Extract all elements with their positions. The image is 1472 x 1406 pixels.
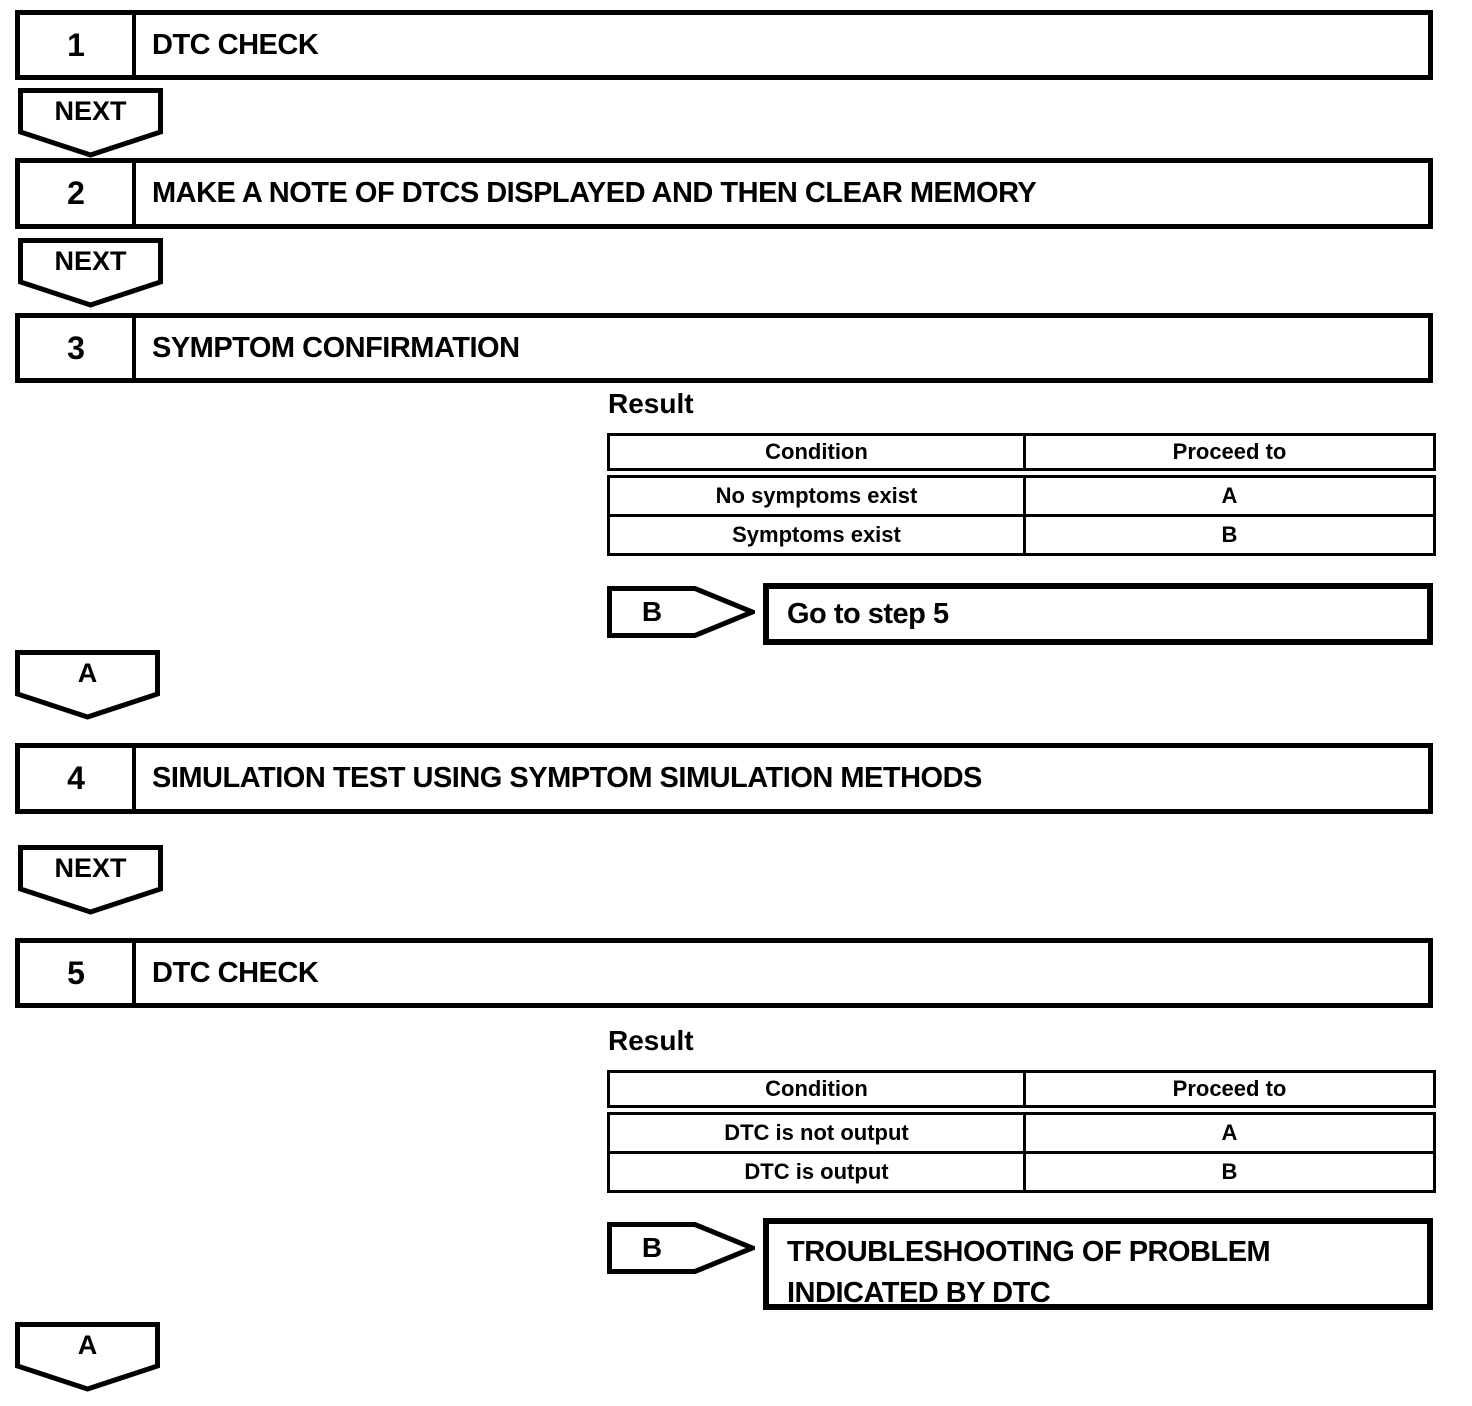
- condition-cell: DTC is output: [607, 1151, 1026, 1193]
- next-connector-1: NEXT: [18, 88, 163, 158]
- condition-header: Condition: [607, 433, 1026, 478]
- step-2-box: 2 MAKE A NOTE OF DTCS DISPLAYED AND THEN…: [15, 158, 1433, 229]
- proceed-cell: A: [1023, 1108, 1436, 1154]
- table-row: DTC is not output A: [607, 1108, 1436, 1154]
- right-arrow-icon: [607, 1222, 755, 1274]
- step-1-title: DTC CHECK: [152, 28, 319, 61]
- a-connector-label: A: [77, 1329, 98, 1360]
- table-row: Symptoms exist B: [607, 514, 1436, 556]
- step-3-box: 3 SYMPTOM CONFIRMATION: [15, 313, 1433, 383]
- step-5-title: DTC CHECK: [152, 956, 319, 989]
- result-table-1: Condition Proceed to No symptoms exist A…: [607, 433, 1436, 556]
- next-connector-3: NEXT: [18, 845, 163, 915]
- down-arrow-icon: [18, 238, 163, 308]
- condition-cell: Symptoms exist: [607, 514, 1026, 556]
- result-label-1: Result: [608, 388, 694, 419]
- next-connector-label: NEXT: [54, 852, 127, 883]
- condition-header: Condition: [607, 1070, 1026, 1115]
- step-5-number: 5: [20, 943, 136, 1003]
- b-marker-label: B: [641, 596, 663, 627]
- proceed-to-header: Proceed to: [1023, 433, 1436, 478]
- step-3-title: SYMPTOM CONFIRMATION: [152, 331, 520, 364]
- b-marker-2: B: [607, 1222, 755, 1274]
- step-2-title: MAKE A NOTE OF DTCS DISPLAYED AND THEN C…: [152, 177, 1037, 209]
- step-3-number: 3: [20, 318, 136, 378]
- condition-cell: DTC is not output: [607, 1108, 1026, 1154]
- down-arrow-icon: [18, 845, 163, 915]
- next-connector-label: NEXT: [54, 95, 127, 126]
- step-1-box: 1 DTC CHECK: [15, 10, 1433, 80]
- a-connector-1: A: [15, 650, 160, 720]
- table-header-row: Condition Proceed to: [607, 1070, 1436, 1115]
- right-arrow-icon: [607, 586, 755, 638]
- a-connector-label: A: [77, 657, 98, 688]
- proceed-cell: A: [1023, 471, 1436, 517]
- down-arrow-icon: [18, 88, 163, 158]
- proceed-cell: B: [1023, 514, 1436, 556]
- next-connector-2: NEXT: [18, 238, 163, 308]
- next-connector-label: NEXT: [54, 245, 127, 276]
- step-1-number: 1: [20, 15, 136, 75]
- a-connector-2: A: [15, 1322, 160, 1392]
- table-row: DTC is output B: [607, 1151, 1436, 1193]
- down-arrow-icon: [15, 1322, 160, 1392]
- proceed-cell: B: [1023, 1151, 1436, 1193]
- step-2-number: 2: [20, 163, 136, 224]
- result-label-2: Result: [608, 1025, 694, 1056]
- table-header-row: Condition Proceed to: [607, 433, 1436, 478]
- step-5-box: 5 DTC CHECK: [15, 938, 1433, 1008]
- table-row: No symptoms exist A: [607, 471, 1436, 517]
- condition-cell: No symptoms exist: [607, 471, 1026, 517]
- b-marker-label: B: [641, 1232, 663, 1263]
- goto-step-5-box: Go to step 5: [763, 583, 1433, 645]
- step-4-number: 4: [20, 748, 136, 809]
- b-marker-1: B: [607, 586, 755, 638]
- troubleshooting-box: TROUBLESHOOTING OF PROBLEM INDICATED BY …: [763, 1218, 1433, 1310]
- down-arrow-icon: [15, 650, 160, 720]
- step-4-box: 4 SIMULATION TEST USING SYMPTOM SIMULATI…: [15, 743, 1433, 814]
- result-table-2: Condition Proceed to DTC is not output A…: [607, 1070, 1436, 1193]
- step-4-title: SIMULATION TEST USING SYMPTOM SIMULATION…: [152, 762, 982, 794]
- proceed-to-header: Proceed to: [1023, 1070, 1436, 1115]
